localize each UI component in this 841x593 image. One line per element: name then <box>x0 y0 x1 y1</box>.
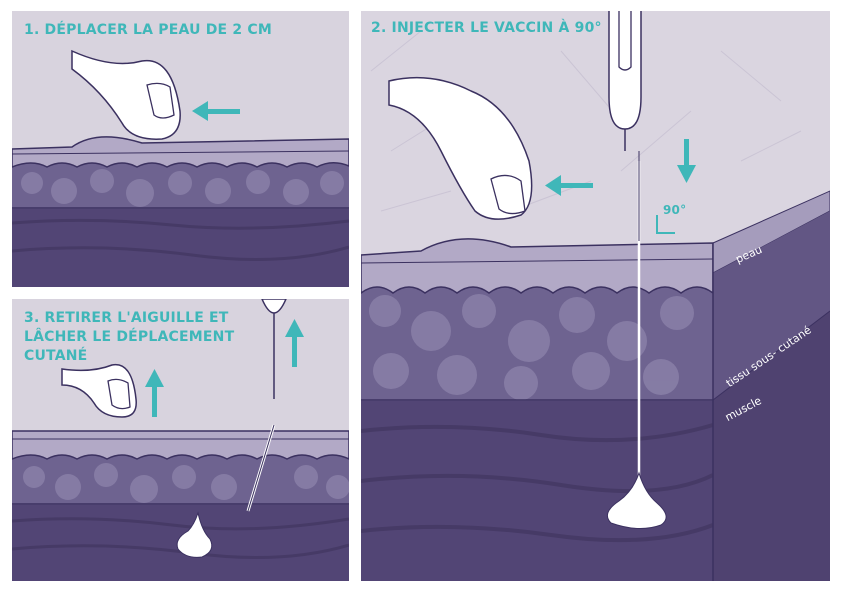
arrow-left-icon <box>545 175 593 196</box>
angle-label: 90° <box>663 203 687 217</box>
syringe-icon <box>608 11 642 151</box>
panel-1-illustration <box>12 11 349 287</box>
finger-icon <box>61 363 137 418</box>
arrow-left-icon <box>192 101 240 121</box>
skin-layer <box>361 238 714 295</box>
angle-marker <box>656 215 675 234</box>
panel-3-illustration <box>12 299 349 581</box>
panel-step-1: 1. DÉPLACER LA PEAU DE 2 CM <box>12 11 349 287</box>
panel-step-2: 2. INJECTER LE VACCIN À 90° 90° peau tis… <box>361 11 830 581</box>
step-2-title: 2. INJECTER LE VACCIN À 90° <box>371 20 602 36</box>
arrow-up-icon <box>145 369 164 417</box>
arrow-up-icon <box>285 319 304 367</box>
panel-step-3: 3. RETIRER L'AIGUILLE ET LÂCHER LE DÉPLA… <box>12 299 349 581</box>
step-1-title: 1. DÉPLACER LA PEAU DE 2 CM <box>24 22 273 38</box>
arrow-down-icon <box>677 139 696 183</box>
skin-layer <box>12 430 349 460</box>
skin-layer <box>12 136 349 168</box>
vaccine-drop-icon <box>176 511 213 558</box>
vaccine-drop-icon <box>606 471 667 529</box>
finger-icon <box>388 76 533 220</box>
finger-icon <box>71 49 181 140</box>
needle-icon <box>261 299 287 399</box>
step-3-title: 3. RETIRER L'AIGUILLE ET LÂCHER LE DÉPLA… <box>24 310 235 364</box>
panel-2-illustration <box>361 11 830 581</box>
